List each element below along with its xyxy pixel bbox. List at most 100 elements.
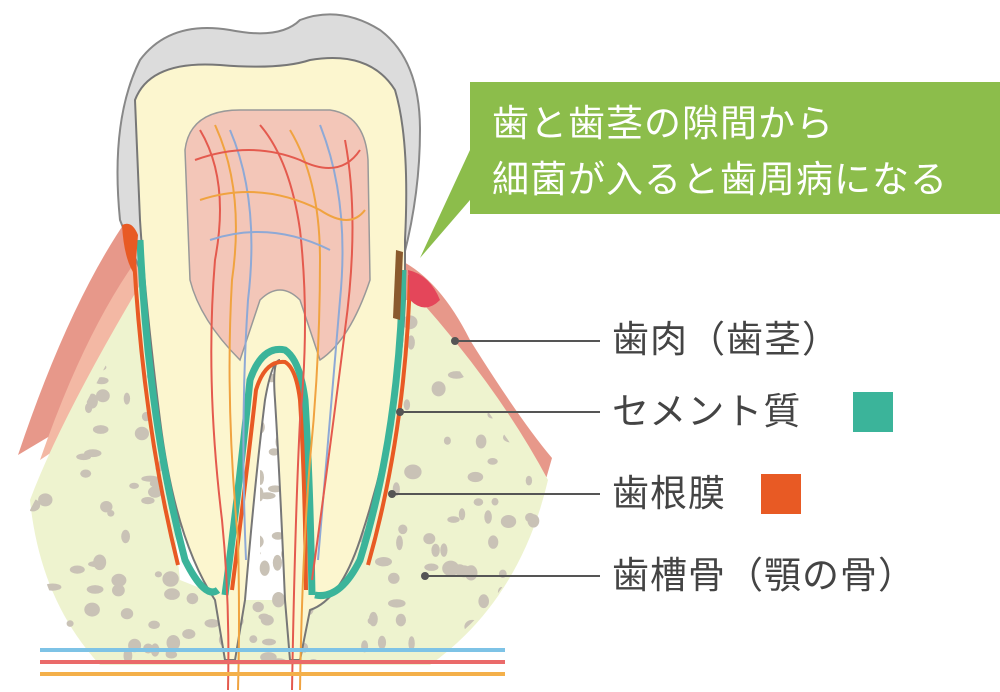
ligament-swatch — [761, 474, 801, 514]
bone-pore — [38, 493, 53, 507]
bone-pore — [111, 573, 127, 587]
bone-pore — [35, 333, 50, 347]
label-ligament: 歯根膜 — [612, 472, 726, 515]
bone-pore — [523, 587, 541, 596]
bone-pore — [447, 516, 460, 523]
bone-pore — [154, 571, 162, 578]
bone-pore — [148, 620, 160, 629]
bone-pore — [148, 486, 163, 498]
bone-pore — [123, 392, 131, 405]
bone-pore — [536, 276, 543, 288]
bone-pore — [165, 650, 178, 659]
gum-inner-left — [40, 255, 150, 460]
bone-pore — [431, 381, 446, 397]
callout-line-1: 歯と歯茎の隙間から — [492, 102, 834, 145]
bone-pore — [121, 529, 130, 544]
bone-pore — [375, 557, 392, 567]
cementum-line-left — [136, 239, 221, 596]
bone-pore — [404, 464, 422, 480]
bone-pore — [519, 276, 529, 285]
bone-pore — [521, 401, 533, 413]
leader-dot-gum — [451, 337, 459, 345]
bone-pore — [407, 335, 415, 350]
bone-pore — [30, 499, 41, 512]
bone-pore — [529, 624, 538, 633]
bone-pore — [93, 554, 107, 571]
bone-pore — [100, 501, 113, 513]
bone-pore — [204, 619, 220, 628]
bone-pore — [66, 620, 74, 627]
bone-pore — [525, 475, 533, 486]
bone-pore — [431, 543, 440, 557]
bone-pore — [134, 426, 149, 441]
bone-pore — [257, 487, 264, 502]
bone-pore — [141, 497, 155, 505]
bone-pore — [487, 458, 498, 465]
bone-pore — [475, 434, 487, 449]
bone-pore — [403, 399, 411, 411]
bone-pore — [388, 572, 400, 584]
bone-pore — [531, 415, 547, 431]
bone-pore — [86, 393, 98, 409]
bone-pore — [120, 608, 134, 620]
callout-box: 歯と歯茎の隙間から 細菌が入ると歯周病になる — [470, 82, 1000, 214]
bone-pore — [500, 515, 517, 528]
leader-dot-ligament — [388, 490, 396, 498]
leader-dot-cementum — [396, 408, 404, 416]
bone-pore — [443, 436, 451, 445]
bone-pore — [484, 510, 492, 524]
bone-pore — [488, 535, 499, 549]
bone-pore — [527, 309, 544, 316]
bone-pore — [377, 635, 387, 650]
bone-pore — [258, 613, 270, 621]
label-bone: 歯槽骨（顎の骨） — [612, 554, 916, 597]
bone-pore — [141, 475, 160, 482]
bone-pore — [533, 346, 541, 353]
bone-pore — [268, 485, 283, 493]
bone-pore — [458, 508, 466, 521]
cementum-swatch — [853, 392, 893, 432]
bone-pore — [76, 453, 92, 461]
bone-pore — [271, 532, 284, 540]
bone-pore — [515, 392, 532, 405]
label-gum: 歯肉（歯茎） — [612, 318, 840, 361]
bone-pore — [162, 571, 179, 587]
bone-pore — [92, 425, 109, 434]
callout-line-2: 細菌が入ると歯周病になる — [492, 158, 948, 201]
bone-pore — [424, 563, 439, 571]
label-cementum: セメント質 — [612, 390, 802, 433]
bone-pore — [534, 660, 543, 667]
bone-pore — [467, 471, 484, 483]
bone-pore — [268, 448, 280, 456]
ligament-line-left — [131, 239, 180, 566]
bone-pore — [447, 371, 466, 379]
bone-pore — [252, 601, 264, 613]
bone-pore — [423, 533, 436, 545]
bone-pore — [440, 543, 448, 557]
bone-pore — [478, 594, 490, 609]
bone-pore — [527, 514, 540, 528]
bone-pore — [457, 565, 472, 578]
bone-pore — [398, 524, 408, 535]
callout-pointer — [420, 150, 470, 258]
bone-pore — [272, 554, 282, 571]
bone-pore — [86, 585, 104, 594]
ligament-line-middle — [230, 359, 308, 591]
bone-pore — [166, 635, 181, 651]
bone-pore — [112, 584, 125, 597]
bone-pore — [43, 583, 62, 591]
bone-pore — [30, 657, 39, 660]
cementum-line-right — [314, 269, 407, 600]
bone-pore — [33, 371, 41, 381]
bone-pore — [84, 602, 100, 617]
bone-pore — [182, 629, 196, 639]
inflamed-gum — [408, 270, 440, 308]
bone-pore — [30, 467, 36, 473]
bone-pore — [524, 313, 537, 329]
leader-dot-bone — [421, 572, 429, 580]
bone-pore — [69, 565, 85, 574]
bone-pore — [367, 617, 377, 625]
bone-pore — [493, 350, 511, 364]
bone-pore — [504, 609, 520, 622]
